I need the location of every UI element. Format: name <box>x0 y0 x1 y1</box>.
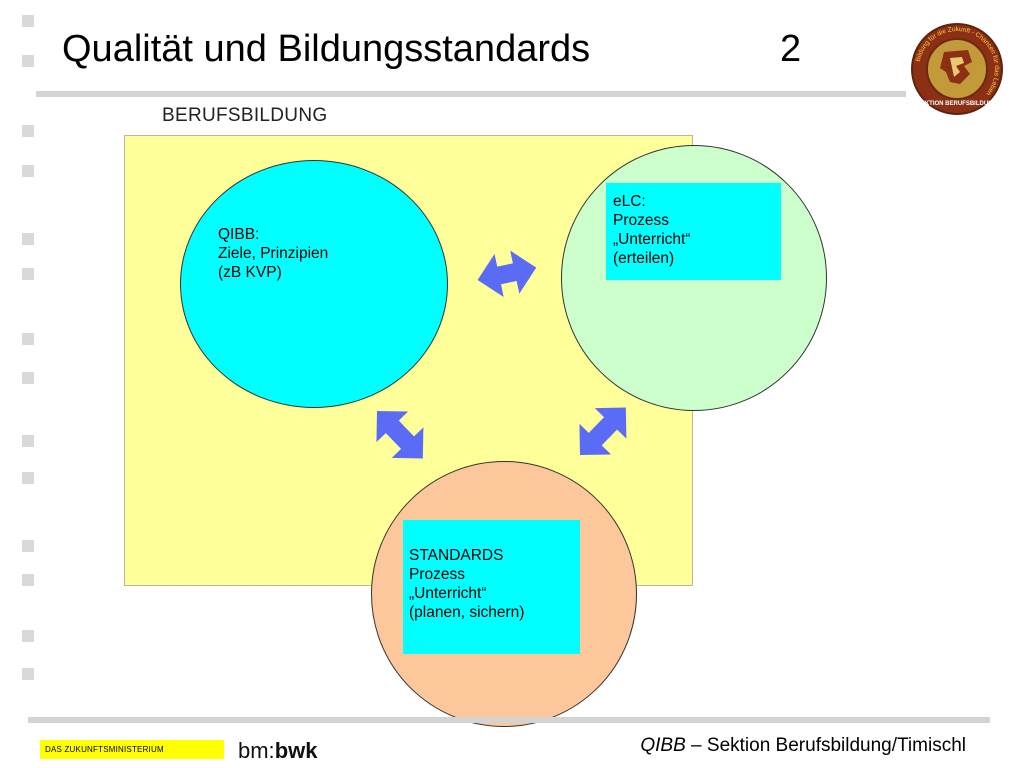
footer-credit: QIBB – Sektion Berufsbildung/Timischl <box>640 735 966 757</box>
double-arrow-elc-standards <box>579 407 627 455</box>
bullet-square <box>22 233 34 245</box>
bullet-square <box>22 472 34 484</box>
bullet-square <box>22 15 34 27</box>
elc-line: (erteilen) <box>613 250 675 267</box>
page-title: Qualität und Bildungsstandards <box>62 28 591 70</box>
footer-credit-text: – Sektion Berufsbildung/Timischl <box>685 735 966 756</box>
seal-bottom-text: SEKTION BERUFSBILDUNG <box>917 101 998 107</box>
logo-prefix: bm: <box>238 738 275 763</box>
bullet-square <box>22 55 34 67</box>
standards-line: (planen, sichern) <box>409 604 525 621</box>
bullet-square <box>22 435 34 447</box>
bullet-square <box>22 125 34 137</box>
footer-credit-italic: QIBB <box>640 735 686 756</box>
standards-line: Prozess <box>409 566 465 583</box>
double-arrow-qibb-elc <box>477 250 537 297</box>
footer-ministry-text: DAS ZUKUNFTSMINISTERIUM <box>45 745 164 754</box>
footer-divider <box>28 717 990 723</box>
footer-ministry-bar <box>40 740 224 759</box>
qibb-circle <box>180 160 448 408</box>
page-number: 2 <box>780 28 802 70</box>
diagram-label: BERUFSBILDUNG <box>162 105 328 126</box>
standards-text-box <box>403 520 580 654</box>
bullet-square <box>22 372 34 384</box>
standards-line: „Unterricht“ <box>409 585 487 602</box>
bullet-square <box>22 630 34 642</box>
bullet-square <box>22 540 34 552</box>
sektion-berufsbildung-seal-logo: Bildung für die Zukunft - Chancen für da… <box>911 23 1003 115</box>
bullet-square <box>22 165 34 177</box>
standards-text: STANDARDS Prozess „Unterricht“ (planen, … <box>409 546 524 622</box>
bullet-square <box>22 268 34 280</box>
elc-text-box <box>606 183 781 280</box>
bullet-square <box>22 668 34 680</box>
elc-line: eLC: <box>613 193 646 210</box>
qibb-line: Ziele, Prinzipien <box>218 245 329 262</box>
bmbwk-logo: bm:bwk <box>238 738 317 764</box>
logo-bold: bwk <box>274 738 318 763</box>
standards-line: STANDARDS <box>409 547 504 564</box>
bullet-square <box>22 333 34 345</box>
elc-text: eLC: Prozess „Unterricht“ (erteilen) <box>613 192 691 268</box>
header-divider <box>36 91 906 97</box>
qibb-text: QIBB: Ziele, Prinzipien (zB KVP) <box>218 225 328 282</box>
qibb-line: QIBB: <box>218 226 260 243</box>
qibb-line: (zB KVP) <box>218 264 282 281</box>
elc-line: Prozess <box>613 212 669 229</box>
elc-line: „Unterricht“ <box>613 231 691 248</box>
double-arrow-qibb-standards <box>376 411 424 459</box>
bullet-square <box>22 574 34 586</box>
